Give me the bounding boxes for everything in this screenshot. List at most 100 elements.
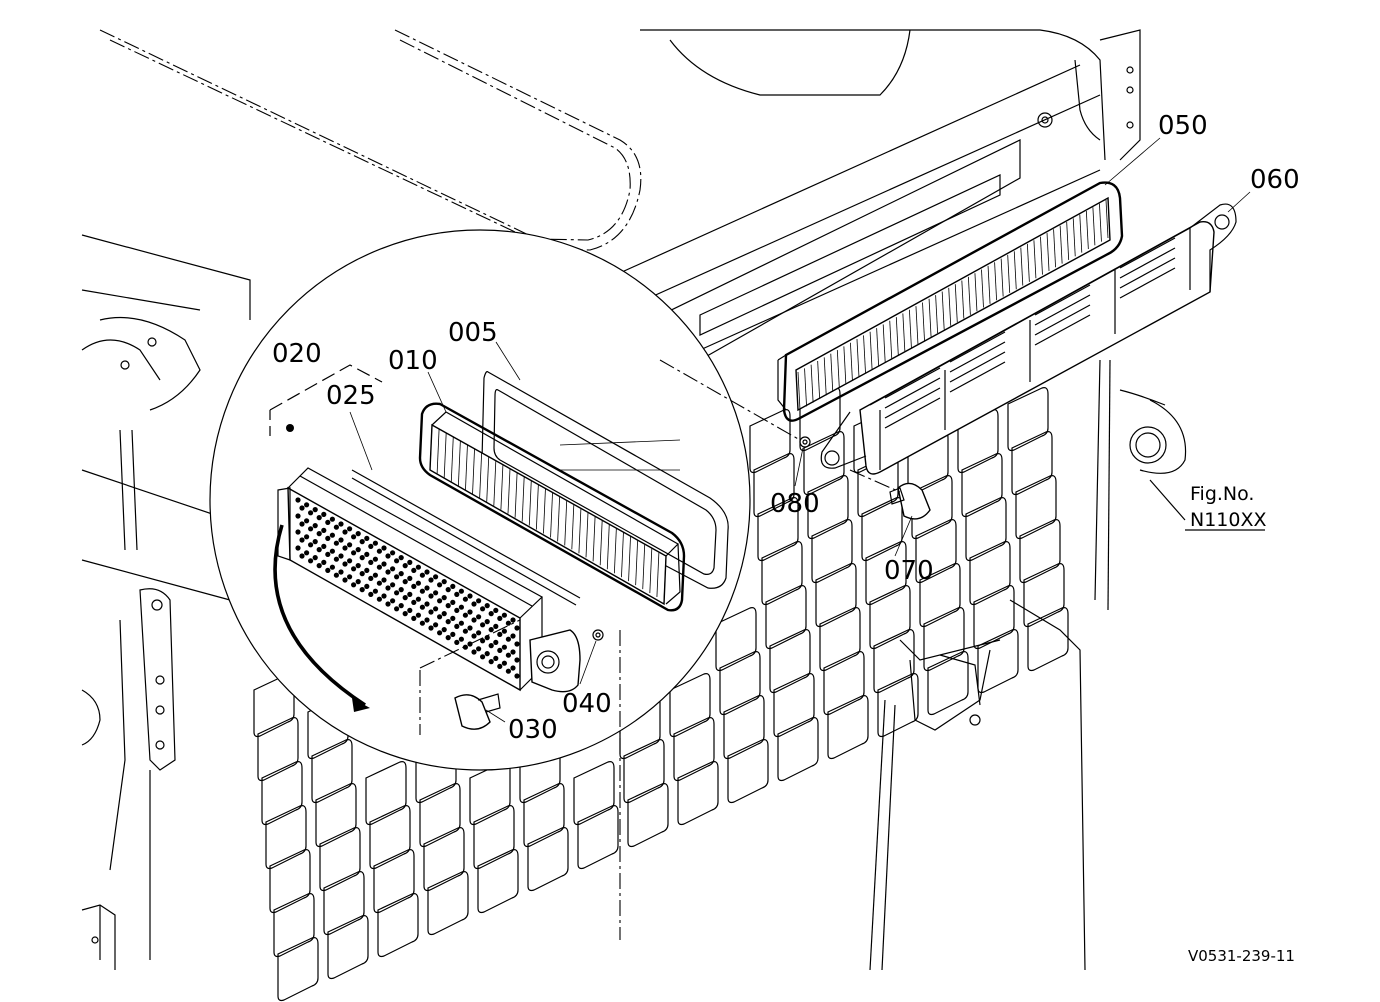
pleat-line [967,276,971,315]
pleat-line [889,320,893,359]
pleat-line [823,357,827,396]
perforation-hole [316,515,322,521]
perforation-hole [376,596,382,602]
perforation-hole [355,531,361,537]
mesh-cell [765,585,807,650]
pleat-line [876,328,880,367]
perforation-hole [488,627,494,633]
perforation-hole [458,620,464,626]
perforation-hole [428,577,434,583]
mesh-cell [257,717,299,782]
mesh-cell [277,937,319,1002]
perforation-hole [484,651,490,657]
pleat-line [649,548,653,594]
perforation-hole [424,585,430,591]
pleat-line [915,306,919,345]
callout-070: 070 [884,556,934,586]
perforation-hole [402,595,408,601]
mesh-cell [773,673,815,738]
mesh-cell [957,409,999,474]
perforation-hole [299,521,305,527]
perforation-hole [467,625,473,631]
pleat-line [804,368,807,407]
perforation-hole [402,611,408,617]
perforation-hole [437,582,443,588]
pleat-line [856,339,860,378]
perforation-hole [304,502,310,508]
perforation-hole [428,609,434,615]
perforation-hole [411,599,417,606]
perforation-hole [415,564,421,570]
perforation-hole [458,588,464,594]
mesh-cell [377,893,419,958]
pleat-line [895,317,899,356]
grille-slot [1034,284,1091,316]
perforation-hole [441,595,447,601]
figure-number-value: N110XX [1190,509,1267,531]
perforation-hole [372,540,378,546]
mesh-cell [961,453,1003,518]
pleat-line [571,504,575,550]
perforation-hole [312,539,318,545]
perforation-hole [493,607,499,614]
pleat-line [606,524,610,570]
pleat-line [628,536,631,582]
pleat-line [922,302,925,341]
part-005-seal-frame [481,371,729,589]
perforation-hole [372,572,378,578]
mesh-cell [865,541,907,606]
mesh-cell [369,805,411,870]
pleat-line [817,361,821,400]
perforation-hole [419,588,425,594]
perforation-hole [321,559,327,566]
callout-060: 060 [1250,165,1300,195]
pleat-line [1085,210,1089,249]
mesh-cell [1011,431,1053,496]
perforation-hole [390,598,396,604]
figure-number-block: Fig.No. N110XX [1190,483,1267,531]
mesh-cell [753,453,795,518]
perforation-hole [419,620,425,626]
pleat-line [935,295,939,334]
perforation-hole [299,505,305,511]
perforation-hole [368,559,374,566]
pleat-line [635,540,639,586]
perforation-hole [433,606,439,612]
perforation-hole [295,545,301,551]
perforation-hole [505,636,511,642]
pleat-line [663,555,667,602]
mesh-cell [815,563,857,628]
mesh-cell [1015,475,1057,540]
mesh-cell [473,805,515,870]
perforation-hole [381,545,387,551]
perforation-hole [394,558,400,564]
perforation-hole [368,543,374,550]
mesh-cell [923,607,965,672]
callout-labels: 005 010 020 025 030 040 050 060 070 080 [272,111,1300,745]
perforation-hole [493,623,499,630]
perforation-hole [299,553,305,559]
pleat-line [1066,221,1070,260]
part-010-filter-element [418,402,686,612]
pleat-line [621,532,624,578]
pleat-line [797,371,801,411]
pleat-line [1059,225,1063,264]
leader-lines [349,137,1251,723]
mesh-cell [527,827,569,892]
perforation-hole [437,630,443,636]
perforation-hole [488,643,494,649]
perforation-hole [385,569,391,575]
perforation-hole [454,607,460,614]
perforation-hole [437,598,443,604]
perforation-hole [415,580,421,586]
perforation-hole [338,569,344,575]
grille-slot [949,331,1006,363]
perforation-hole [333,524,339,530]
perforation-hole [497,663,503,670]
mesh-cell [1019,519,1061,584]
perforation-hole [415,596,421,602]
perforation-hole [497,615,503,622]
perforation-hole [359,587,365,593]
perforation-hole [347,574,353,580]
perforation-hole [510,633,516,639]
